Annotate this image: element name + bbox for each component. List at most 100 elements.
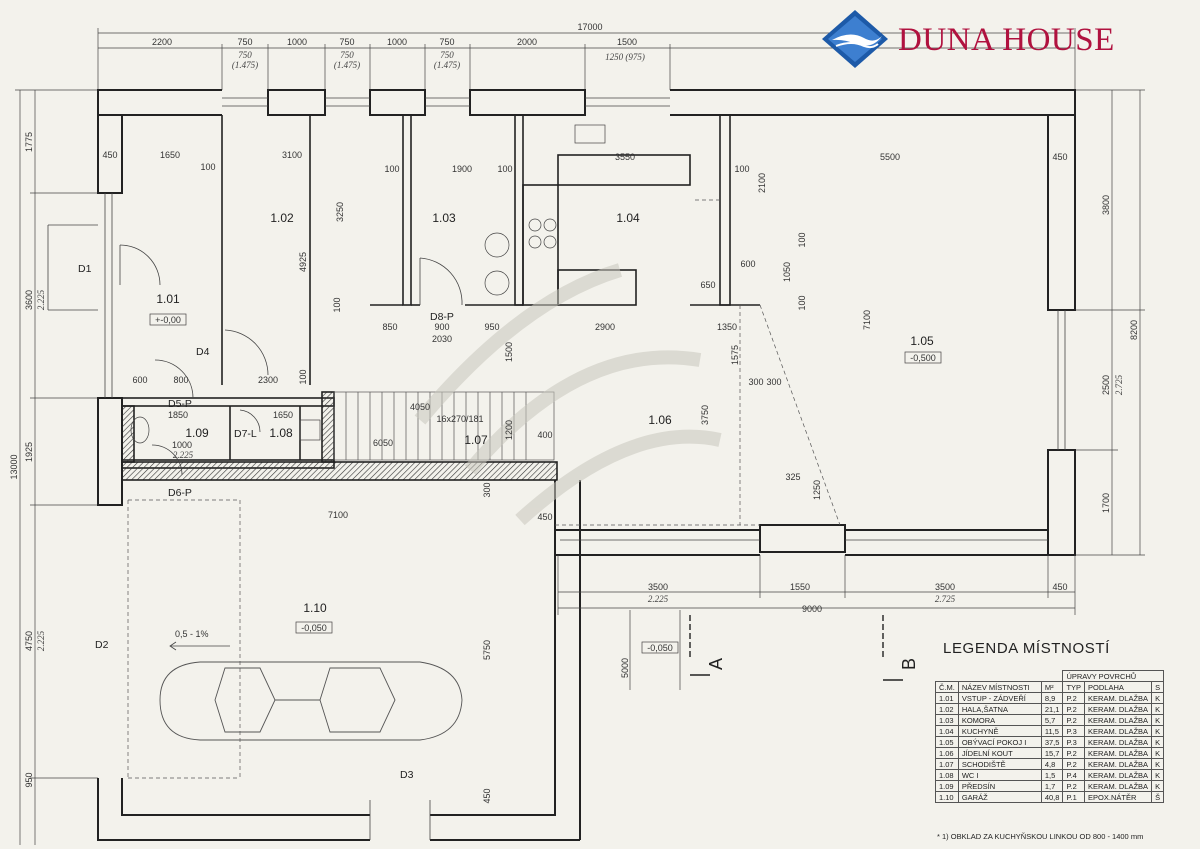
section-lines: [689, 615, 903, 681]
legend-cell: 8,9: [1040, 692, 1064, 704]
dim-interior: 3500: [935, 582, 955, 592]
window-note: (1.475): [232, 60, 258, 70]
dim-interior: 450: [102, 150, 117, 160]
dim-right: 2500: [1101, 375, 1111, 395]
room-label: 1.09: [185, 426, 209, 440]
dim-interior: 1650: [273, 410, 293, 420]
legend-cell: KERAM. DLAŽBA: [1084, 692, 1153, 704]
legend-cell: K: [1151, 780, 1165, 792]
legend-cell: KUCHYNĚ: [957, 725, 1042, 737]
legend-cell: KERAM. DLAŽBA: [1084, 747, 1153, 759]
door-label: D4: [196, 346, 210, 358]
dim-interior: 2030: [432, 334, 452, 344]
legend-cell: KERAM. DLAŽBA: [1084, 758, 1153, 770]
legend-cell: 1.06: [935, 747, 959, 759]
legend-cell: SCHODIŠTĚ: [957, 758, 1042, 770]
window-note: (1.475): [334, 60, 360, 70]
dim-interior: 650: [700, 280, 715, 290]
legend-cell: 1.09: [935, 780, 959, 792]
room-label: 1.10: [303, 601, 327, 615]
dim-right: 1700: [1101, 493, 1111, 513]
legend-cell: KERAM. DLAŽBA: [1084, 714, 1153, 726]
legend-cell: P.2: [1062, 780, 1086, 792]
legend-col-header: PODLAHA: [1084, 681, 1153, 693]
dim-interior: 3250: [335, 202, 345, 222]
legend-cell: HALA,ŠATNA: [957, 703, 1042, 715]
dim-interior: 1550: [790, 582, 810, 592]
dim-interior: 100: [200, 162, 215, 172]
legend-cell: P.2: [1062, 714, 1086, 726]
legend-table: ÚPRAVY POVRCHŮ Č.M. NÁZEV MÍSTNOSTI M² T…: [935, 670, 1165, 803]
dim-interior: 800: [173, 375, 188, 385]
dim-top: 2000: [517, 37, 537, 47]
dim-right-total: 8200: [1129, 320, 1139, 340]
dim-interior: 1500: [504, 342, 514, 362]
interior-walls: [121, 114, 760, 481]
dim-interior: 6050: [373, 438, 393, 448]
legend-cell: Š: [1151, 791, 1165, 803]
legend-cell: P.2: [1062, 692, 1086, 704]
dim-top: 1000: [287, 37, 307, 47]
dim-interior: 2100: [757, 173, 767, 193]
dim-right-note: 2.725: [1114, 374, 1124, 395]
legend-cell: 40,8: [1040, 791, 1064, 803]
legend-cell: K: [1151, 769, 1165, 781]
legend-cell: K: [1151, 747, 1165, 759]
legend-title: LEGENDA MÍSTNOSTÍ: [943, 640, 1110, 657]
legend-cell: P.2: [1062, 747, 1086, 759]
dim-top: 750: [439, 37, 454, 47]
legend-footnote: * 1) OBKLAD ZA KUCHYŇSKOU LINKOU OD 800 …: [937, 832, 1144, 841]
right-dimension-chain: [1075, 89, 1145, 556]
legend-cell: JÍDELNÍ KOUT: [957, 747, 1042, 759]
legend-col-header: M²: [1040, 681, 1064, 693]
interior-dimension-labels: 450 1650 3100 100 100 1900 100 3550 5500…: [102, 150, 1067, 804]
legend-cell: 11,5: [1040, 725, 1064, 737]
dim-interior: 1900: [452, 164, 472, 174]
dim-top: 750: [339, 37, 354, 47]
dim-interior: 300: [766, 377, 781, 387]
bottom-dimension-chain: [557, 555, 1076, 690]
door-label: D2: [95, 639, 109, 651]
door-labels: D1 D2 D3 D4 D5-P D6-P D7-L D8-P: [78, 263, 454, 781]
dim-top: 1500: [617, 37, 637, 47]
dim-interior-note: 2.225: [173, 450, 194, 460]
dim-interior: 2900: [595, 322, 615, 332]
legend-cell: GARÁŽ: [957, 791, 1042, 803]
door-label: D6-P: [168, 487, 192, 499]
window-note: 750: [340, 50, 354, 60]
room-legend: LEGENDA MÍSTNOSTÍ ÚPRAVY POVRCHŮ Č.M. NÁ…: [935, 638, 1200, 849]
dim-interior: 1050: [782, 262, 792, 282]
dim-left: 1925: [24, 442, 34, 462]
dim-top: 1000: [387, 37, 407, 47]
legend-cell: P.3: [1062, 725, 1086, 737]
dim-interior: 100: [797, 295, 807, 310]
legend-cell: 21,1: [1040, 703, 1064, 715]
top-dimension-labels: 17000 2200 750 1000 750 1000 750 2000 15…: [152, 22, 645, 70]
dim-interior: 100: [332, 297, 342, 312]
legend-cell: 5,7: [1040, 714, 1064, 726]
dim-interior: 1650: [160, 150, 180, 160]
dim-interior: 1000: [172, 440, 192, 450]
legend-cell: K: [1151, 725, 1165, 737]
legend-cell: 37,5: [1040, 736, 1064, 748]
slope-label: 0,5 - 1%: [175, 629, 209, 639]
car-outline: [159, 661, 463, 741]
dim-left-note: 2.225: [36, 289, 46, 310]
level-labels: +-0,00 -0,500 -0,050 -0,050: [155, 315, 936, 653]
legend-cell: KOMORA: [957, 714, 1042, 726]
legend-cell: K: [1151, 758, 1165, 770]
level-label: -0,050: [301, 623, 327, 633]
dim-interior: 100: [497, 164, 512, 174]
dim-interior: 5500: [880, 152, 900, 162]
dim-right: 3800: [1101, 195, 1111, 215]
legend-group-header-row: ÚPRAVY POVRCHŮ: [936, 670, 1165, 682]
legend-cell: KERAM. DLAŽBA: [1084, 725, 1153, 737]
